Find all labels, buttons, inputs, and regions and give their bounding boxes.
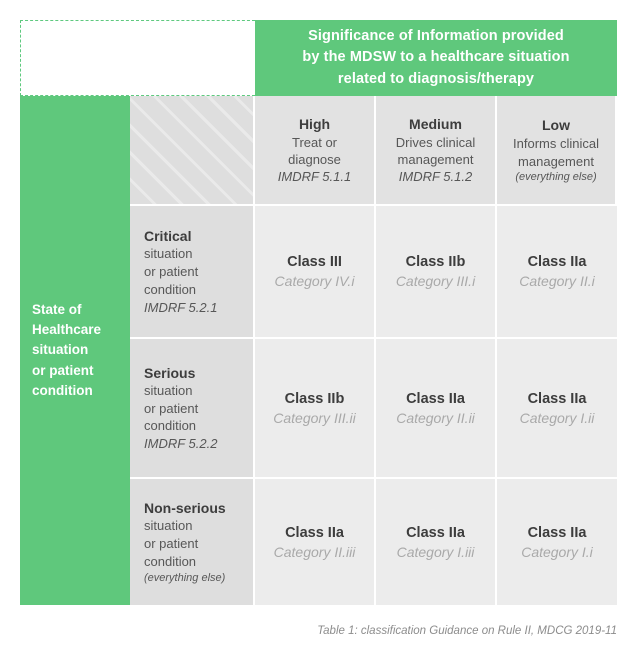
banner-line-2: by the MDSW to a healthcare situation [302, 49, 570, 66]
column-header-medium-desc-1: Drives clinical [395, 134, 476, 150]
column-header-medium-desc-2: management [397, 152, 474, 167]
column-header-medium-ref: IMDRF 5.1.2 [398, 169, 473, 185]
cell-critical-high-category: Category IV.i [274, 273, 355, 289]
cell-critical-low-category: Category II.i [519, 273, 595, 289]
side-label-line-4: or patient [32, 362, 94, 378]
classification-matrix: Significance of Information provided by … [20, 20, 617, 605]
cell-non-serious-medium-class: Class IIa [406, 524, 465, 541]
cell-non-serious-medium: Class IIa Category I.iii [376, 479, 497, 605]
row-header-non-serious-desc-2: or patient [144, 536, 199, 552]
cell-serious-low: Class IIa Category I.ii [497, 339, 617, 479]
side-label-line-2: Healthcare [32, 322, 102, 338]
column-header-high-ref: IMDRF 5.1.1 [277, 169, 352, 185]
banner-line-3: related to diagnosis/therapy [337, 70, 535, 87]
cell-non-serious-high: Class IIa Category II.iii [255, 479, 376, 605]
cell-critical-high: Class III Category IV.i [255, 206, 376, 339]
column-header-medium-title: Medium [409, 115, 462, 132]
row-header-critical-desc-2: or patient [144, 264, 199, 280]
row-header-critical-title: Critical [144, 228, 192, 245]
hatched-empty-cell [130, 96, 255, 206]
cell-critical-low: Class IIa Category II.i [497, 206, 617, 339]
row-header-serious-desc-3: condition [144, 418, 197, 434]
cell-critical-low-class: Class IIa [527, 254, 587, 270]
row-header-critical-ref: IMDRF 5.2.1 [144, 299, 218, 315]
row-header-critical-desc-3: condition [144, 281, 197, 297]
side-label-line-1: State of [32, 301, 82, 317]
cell-serious-high-category: Category III.ii [273, 409, 356, 426]
cell-serious-high-class: Class IIb [284, 390, 345, 407]
row-header-serious: Serious situation or patient condition I… [130, 339, 255, 479]
cell-non-serious-high-category: Category II.iii [273, 543, 356, 560]
banner-line-1: Significance of Information provided [308, 28, 564, 45]
table-caption: Table 1: classification Guidance on Rule… [317, 625, 617, 637]
row-header-non-serious-desc-1: situation [144, 518, 193, 534]
column-header-low: Low Informs clinical management (everyth… [497, 96, 617, 206]
row-header-serious-desc-2: or patient [144, 400, 199, 416]
cell-serious-low-category: Category I.ii [519, 409, 595, 426]
cell-non-serious-high-class: Class IIa [285, 524, 344, 541]
cell-serious-medium: Class IIa Category II.ii [376, 339, 497, 479]
column-header-low-desc-2: management [518, 153, 594, 169]
cell-non-serious-medium-category: Category I.iii [396, 543, 475, 560]
column-header-low-desc-1: Informs clinical [513, 136, 599, 152]
row-header-critical-desc-1: situation [144, 246, 193, 262]
row-header-serious-title: Serious [144, 364, 196, 381]
row-header-critical: Critical situation or patient condition … [130, 206, 255, 339]
row-header-non-serious-desc-3: condition [144, 553, 197, 569]
row-header-serious-desc-1: situation [144, 382, 193, 398]
state-of-healthcare-label: State of Healthcare situation or patient… [20, 96, 130, 605]
cell-non-serious-low-class: Class IIa [527, 524, 587, 541]
cell-critical-high-class: Class III [287, 254, 342, 270]
column-header-high: High Treat or diagnose IMDRF 5.1.1 [255, 96, 376, 206]
column-header-high-title: High [298, 115, 331, 132]
column-header-low-ref: (everything else) [515, 170, 597, 183]
column-header-low-title: Low [542, 117, 570, 134]
cell-serious-medium-category: Category II.ii [396, 409, 475, 426]
cell-non-serious-low: Class IIa Category I.i [497, 479, 617, 605]
cell-serious-medium-class: Class IIa [406, 390, 465, 407]
side-label-line-5: condition [32, 382, 93, 398]
cell-critical-medium-category: Category III.i [395, 273, 476, 289]
cell-critical-medium-class: Class IIb [405, 254, 466, 270]
column-header-high-desc-2: diagnose [288, 152, 341, 167]
cell-serious-high: Class IIb Category III.ii [255, 339, 376, 479]
cell-critical-medium: Class IIb Category III.i [376, 206, 497, 339]
cell-non-serious-low-category: Category I.i [521, 543, 593, 560]
row-header-non-serious-title: Non-serious [144, 500, 226, 517]
side-label-line-3: situation [32, 342, 89, 358]
row-header-serious-ref: IMDRF 5.2.2 [144, 436, 218, 452]
significance-banner: Significance of Information provided by … [255, 20, 617, 96]
blank-corner-cell [20, 20, 255, 96]
row-header-non-serious: Non-serious situation or patient conditi… [130, 479, 255, 605]
column-header-medium: Medium Drives clinical management IMDRF … [376, 96, 497, 206]
column-header-high-desc-1: Treat or [291, 134, 338, 150]
row-header-non-serious-ref: (everything else) [144, 571, 226, 584]
cell-serious-low-class: Class IIa [527, 390, 587, 407]
